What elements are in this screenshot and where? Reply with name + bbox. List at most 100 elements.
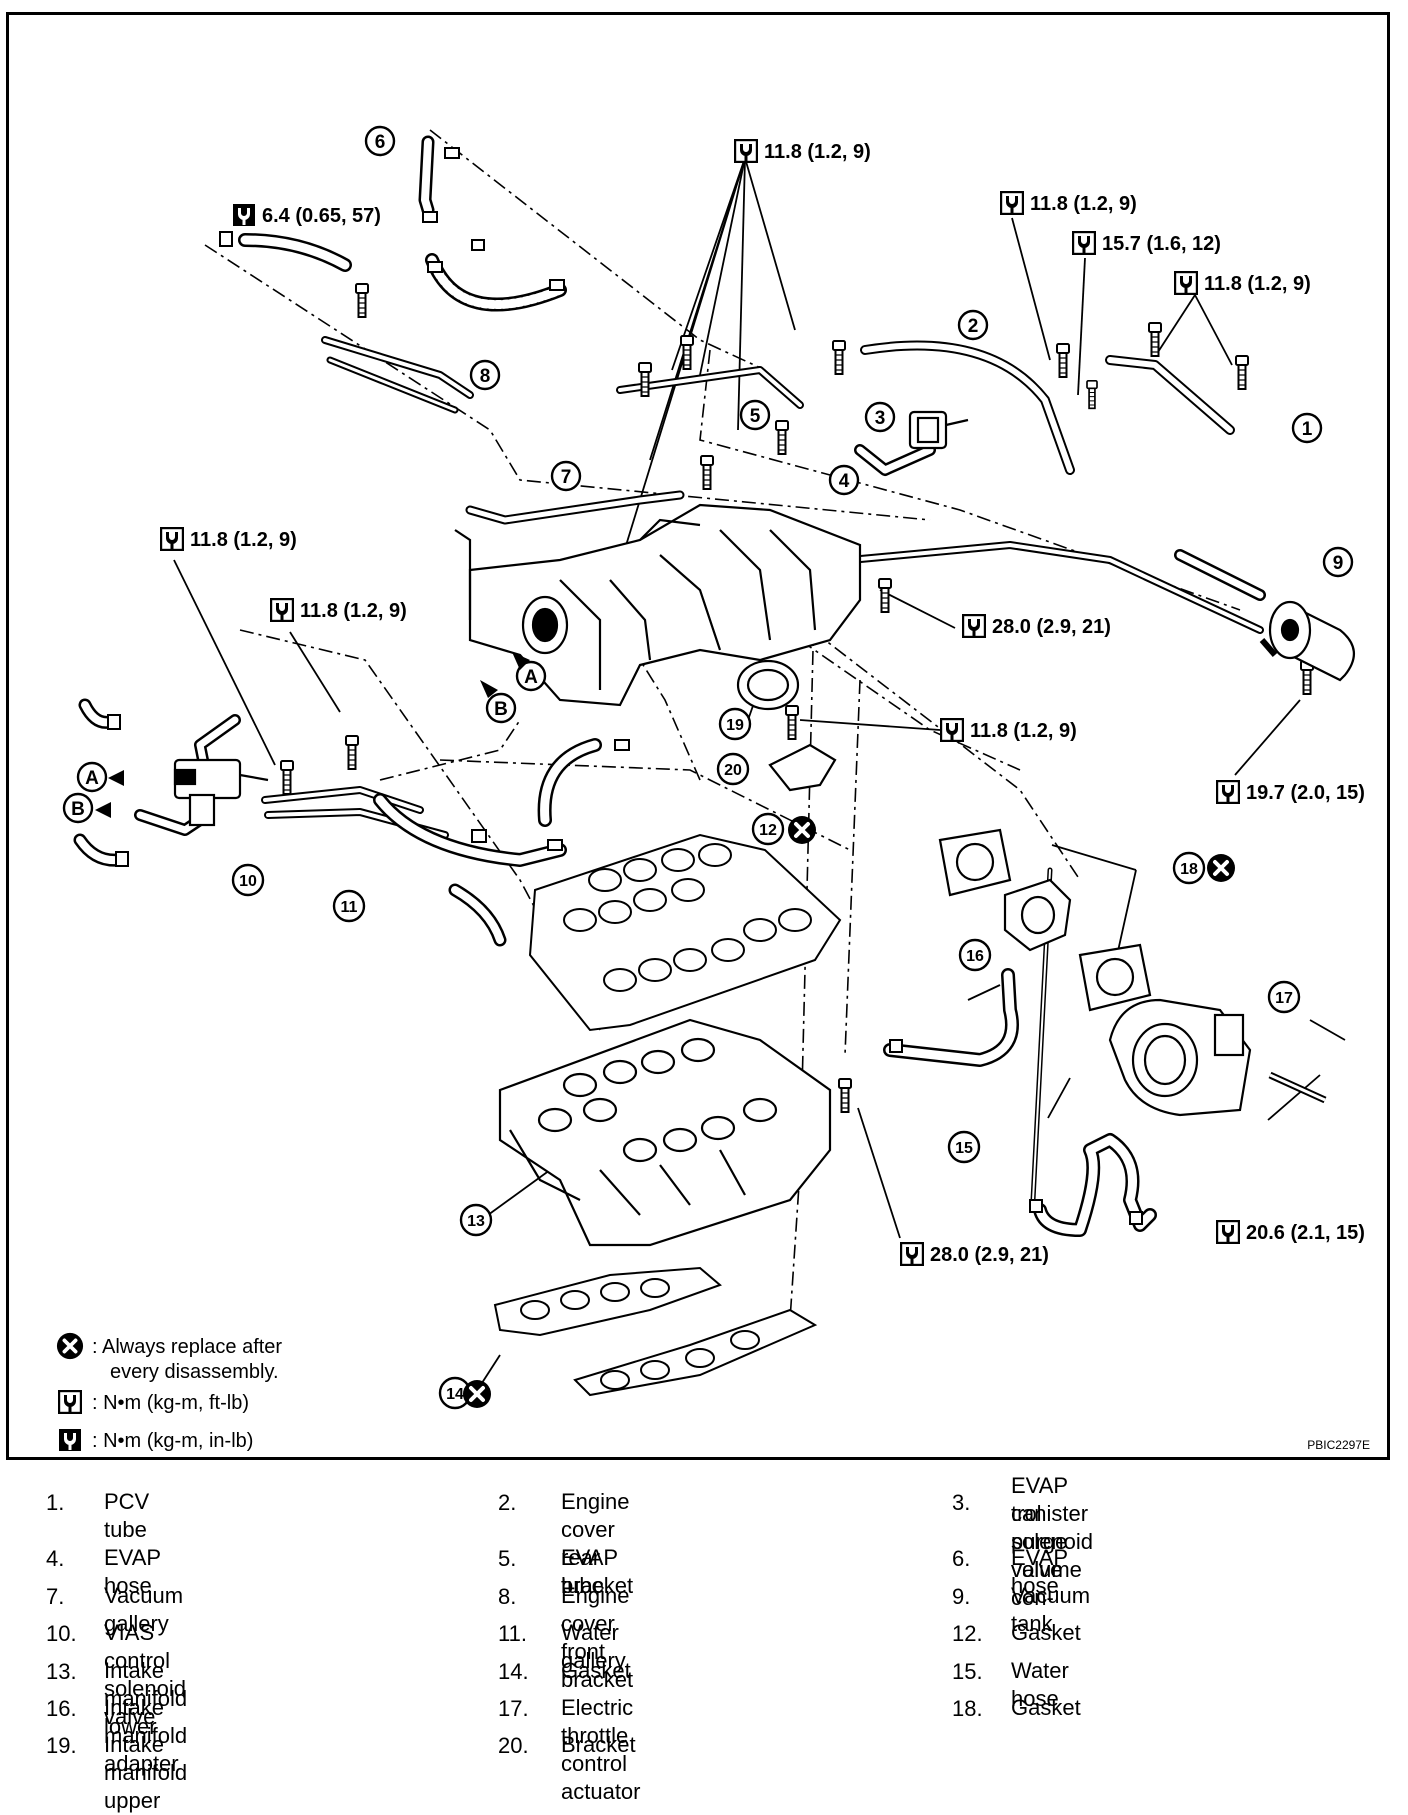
part-number: 8.: [498, 1584, 517, 1609]
part-number: 5.: [498, 1546, 517, 1571]
part-name: EVAP hose: [104, 1545, 161, 1598]
svg-text:16: 16: [966, 948, 984, 965]
torque-callout-mid-right: 28.0 (2.9, 21): [962, 614, 1111, 638]
svg-text:28.0 (2.9, 21): 28.0 (2.9, 21): [992, 616, 1111, 638]
svg-text:3: 3: [875, 408, 886, 429]
svg-text:A: A: [85, 768, 99, 789]
svg-text:11.8 (1.2, 9): 11.8 (1.2, 9): [1030, 193, 1137, 215]
svg-text:14: 14: [446, 1386, 464, 1403]
part-number: 9.: [952, 1584, 971, 1609]
svg-text:2: 2: [968, 316, 979, 337]
callout-15: 15: [947, 1130, 981, 1164]
svg-text:11.8 (1.2, 9): 11.8 (1.2, 9): [190, 529, 297, 551]
diagram-frame: 11.8 (1.2, 9) 6.4 (0.65, 57) 11.8 (1.2, …: [6, 12, 1390, 1460]
svg-text:every disassembly.: every disassembly.: [110, 1361, 279, 1383]
svg-text:11.8 (1.2, 9): 11.8 (1.2, 9): [1204, 273, 1311, 295]
svg-text:19.7 (2.0, 15): 19.7 (2.0, 15): [1246, 782, 1365, 804]
svg-text:15: 15: [955, 1140, 973, 1157]
part-number: 13.: [46, 1659, 77, 1684]
part-name-continued: trol solenoid valve: [1011, 1501, 1093, 1582]
callout-3: 3: [864, 401, 896, 433]
part-number: 1.: [46, 1490, 65, 1515]
svg-text:1: 1: [1302, 419, 1313, 440]
torque-callout-tank: 19.7 (2.0, 15): [1216, 780, 1365, 804]
bolts: [280, 283, 1314, 1113]
svg-text:20: 20: [724, 762, 742, 779]
intake-manifold-lower: [498, 1018, 832, 1247]
svg-text:8: 8: [480, 366, 491, 387]
svg-text:11.8 (1.2, 9): 11.8 (1.2, 9): [970, 720, 1077, 742]
part-number: 15.: [952, 1659, 983, 1684]
torque-callout-left-b: 11.8 (1.2, 9): [270, 598, 407, 622]
torque-callout-right-a: 11.8 (1.2, 9): [1000, 191, 1137, 215]
torque-callout-actuator: 20.6 (2.1, 15): [1216, 1220, 1365, 1244]
flow-arrows: [95, 652, 530, 818]
callout-16: 16: [958, 938, 992, 972]
part-number: 7.: [46, 1584, 65, 1609]
hoses-and-tubes: [73, 135, 1266, 1237]
gasket-upper-manifold: [528, 833, 842, 1032]
gasket-lower-manifold: [493, 1266, 818, 1397]
intake-manifold-upper: [454, 503, 862, 711]
part-name: Vacuum tank: [1011, 1583, 1091, 1636]
svg-text:B: B: [494, 699, 508, 720]
svg-text:6: 6: [375, 132, 386, 153]
bracket-part: [768, 743, 837, 792]
svg-text:11: 11: [341, 899, 358, 916]
callout-b-left: B: [62, 792, 94, 824]
part-name: Engine cover rear bracket: [561, 1489, 634, 1598]
torque-callout-top-center: 11.8 (1.2, 9): [734, 139, 871, 163]
svg-text:19: 19: [726, 717, 744, 734]
vias-solenoid: [173, 758, 269, 827]
part-name: Gasket: [1011, 1695, 1081, 1720]
figure-code: PBIC2297E: [1307, 1438, 1370, 1452]
callout-7: 7: [550, 460, 582, 492]
part-callouts: 1 2 3 4 5 6 7 8 9 10 11 12 13 14 15 16 1…: [62, 125, 1354, 1410]
svg-text:15.7 (1.6, 12): 15.7 (1.6, 12): [1102, 233, 1221, 255]
svg-text:: N•m (kg-m, ft-lb): : N•m (kg-m, ft-lb): [92, 1392, 249, 1414]
svg-text:9: 9: [1333, 553, 1344, 574]
part-number: 2.: [498, 1490, 517, 1515]
svg-text:13: 13: [467, 1213, 485, 1230]
svg-text:20.6 (2.1, 15): 20.6 (2.1, 15): [1246, 1222, 1365, 1244]
svg-text:12: 12: [759, 822, 777, 839]
svg-text:A: A: [524, 667, 538, 688]
svg-text:18: 18: [1180, 861, 1198, 878]
callout-4: 4: [828, 464, 860, 496]
torque-callout-in-lb: 6.4 (0.65, 57): [233, 204, 381, 227]
part-number: 17.: [498, 1696, 529, 1721]
part-name: EVAP hose: [1011, 1545, 1068, 1598]
callout-6: 6: [364, 125, 396, 157]
part-name: Intake manifold lower: [104, 1658, 188, 1739]
callout-1: 1: [1291, 412, 1323, 444]
part-name: Bracket: [561, 1732, 636, 1757]
callout-13: 13: [459, 1203, 493, 1237]
torque-callout-lower: 28.0 (2.9, 21): [900, 1242, 1049, 1266]
callout-a-upper: A: [515, 660, 547, 692]
part-number: 16.: [46, 1696, 77, 1721]
part-name: Gasket: [561, 1658, 631, 1683]
part-number: 6.: [952, 1546, 971, 1571]
intake-adapter: [1003, 878, 1072, 952]
callout-19: 19: [718, 707, 752, 741]
svg-text:11.8 (1.2, 9): 11.8 (1.2, 9): [300, 600, 407, 622]
hose-clamps: [107, 147, 1143, 1225]
throttle-actuator: [1108, 998, 1327, 1117]
svg-text:5: 5: [750, 406, 761, 427]
svg-text:4: 4: [839, 471, 850, 492]
part-number: 19.: [46, 1733, 77, 1758]
callout-18: 18: [1172, 851, 1206, 885]
gasket-adapter: [938, 828, 1152, 1012]
part-name: Engine cover front bracket: [561, 1583, 634, 1692]
callout-2: 2: [957, 309, 989, 341]
part-number: 18.: [952, 1696, 983, 1721]
callout-5: 5: [739, 399, 771, 431]
svg-text:: N•m (kg-m, in-lb): : N•m (kg-m, in-lb): [92, 1430, 253, 1452]
svg-text:: Always replace after: : Always replace after: [92, 1336, 282, 1358]
part-number: 10.: [46, 1621, 77, 1646]
svg-text:10: 10: [239, 873, 257, 890]
part-name: Water gallery: [561, 1620, 626, 1673]
svg-text:6.4 (0.65, 57): 6.4 (0.65, 57): [262, 205, 381, 227]
torque-callout-right-c: 11.8 (1.2, 9): [1174, 271, 1311, 295]
callout-12: 12: [751, 812, 785, 846]
